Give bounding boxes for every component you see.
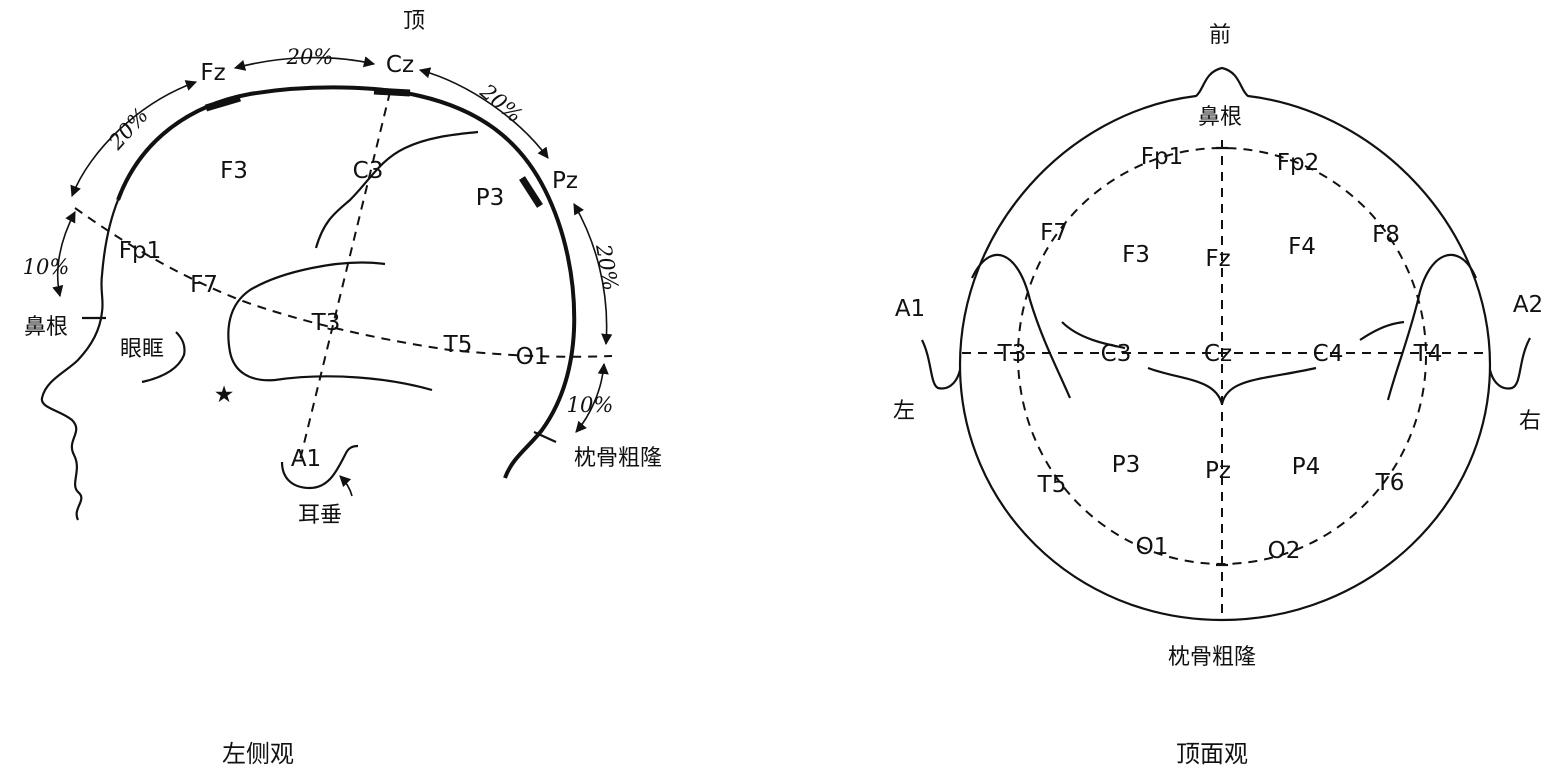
tick-cz	[373, 87, 411, 97]
pct-fz-cz: 20%	[286, 45, 334, 69]
top-electrode-fp1: Fp1	[1141, 144, 1183, 170]
head-outline-top	[958, 66, 1492, 622]
tick-fz	[205, 94, 241, 112]
star-marker: ★	[214, 382, 235, 408]
top-view-caption: 顶面观	[1176, 740, 1248, 768]
orbit-outline	[141, 331, 186, 384]
central-fissure	[1147, 366, 1317, 405]
top-electrode-pz: Pz	[1205, 458, 1231, 484]
arrow-fp1-fz	[70, 80, 198, 198]
electrode-pz: Pz	[552, 168, 578, 194]
left-view-caption: 左侧观	[222, 740, 294, 768]
top-electrode-t5: T5	[1037, 472, 1067, 498]
electrode-t5: T5	[443, 332, 473, 358]
orbit-label: 眼眶	[120, 337, 164, 362]
tick-pz	[519, 176, 543, 208]
electrode-fp1: Fp1	[119, 238, 161, 264]
inion-label: 枕骨粗隆	[574, 446, 662, 471]
temporal-chain-line	[74, 207, 613, 358]
right-ear	[1386, 253, 1478, 401]
arrow-cz-pz	[418, 67, 549, 159]
earlobe-outline	[280, 444, 359, 490]
arrow-o1-inion	[575, 362, 609, 433]
arrow-fz-cz	[233, 56, 376, 71]
central-sulcus	[314, 130, 479, 249]
top-electrode-fp2: Fp2	[1277, 150, 1319, 176]
left-side-view: 顶 Fz Cz 20% 20% 20% 20% 10% 10% F3 C3 P3…	[23, 9, 662, 768]
top-label: 顶	[403, 9, 425, 34]
head-outline-side	[40, 199, 120, 521]
ear-outline	[227, 261, 433, 392]
right-side-label: 右	[1519, 409, 1541, 434]
skull-arc-side	[116, 85, 577, 479]
left-ear-lobe	[921, 339, 962, 390]
front-label: 前	[1209, 23, 1231, 48]
top-inion-label: 枕骨粗隆	[1168, 645, 1256, 670]
top-electrode-a2: A2	[1513, 292, 1543, 318]
vertical-coronal-line	[299, 91, 391, 461]
right-central-line	[1359, 320, 1405, 341]
electrode-fz: Fz	[200, 60, 225, 86]
top-electrode-fz: Fz	[1205, 246, 1230, 272]
top-electrode-o1: O1	[1136, 534, 1169, 560]
electrode-f3: F3	[220, 158, 248, 184]
left-side-label: 左	[893, 399, 915, 424]
top-electrode-o2: O2	[1268, 538, 1301, 564]
top-electrode-f7: F7	[1040, 220, 1068, 246]
right-ear-lobe	[1488, 337, 1531, 390]
pct-pz-o1: 20%	[591, 241, 623, 292]
top-view: 前 鼻根 Fp1 Fp2 F7 F3 Fz F4 F8 A1 A2 T3 C3 …	[893, 23, 1543, 768]
top-electrode-t6: T6	[1375, 470, 1405, 496]
inion-tick	[533, 430, 557, 444]
earlobe-label: 耳垂	[298, 503, 342, 528]
electrode-cz: Cz	[386, 52, 414, 78]
electrode-f7: F7	[190, 272, 218, 298]
top-electrode-f3: F3	[1122, 242, 1150, 268]
top-electrode-c3: C3	[1101, 341, 1132, 367]
left-ear	[971, 253, 1072, 399]
electrode-o1: O1	[516, 344, 549, 370]
left-central-line	[1061, 321, 1126, 350]
top-electrode-p4: P4	[1292, 454, 1321, 480]
electrode-p3: P3	[476, 185, 505, 211]
pct-inion: 10%	[567, 393, 614, 417]
pct-nasion: 10%	[23, 255, 70, 279]
top-nasion-label: 鼻根	[1198, 105, 1242, 130]
top-electrode-c4: C4	[1313, 341, 1344, 367]
nasion-label: 鼻根	[24, 315, 68, 340]
earlobe-pointer	[339, 475, 353, 497]
top-electrode-t3: T3	[997, 341, 1027, 367]
top-electrode-p3: P3	[1112, 452, 1141, 478]
electrode-t3: T3	[311, 310, 341, 336]
top-electrode-f8: F8	[1372, 222, 1400, 248]
electrode-c3: C3	[353, 158, 384, 184]
top-electrode-a1: A1	[895, 296, 925, 322]
electrode-a1: A1	[291, 446, 321, 472]
arrow-nasion-fp1	[52, 211, 76, 298]
top-electrode-t4: T4	[1413, 341, 1443, 367]
arrow-pz-o1	[573, 203, 613, 346]
top-electrode-f4: F4	[1288, 234, 1316, 260]
pct-fp1-fz: 20%	[103, 103, 153, 154]
top-electrode-cz: Cz	[1204, 341, 1232, 367]
